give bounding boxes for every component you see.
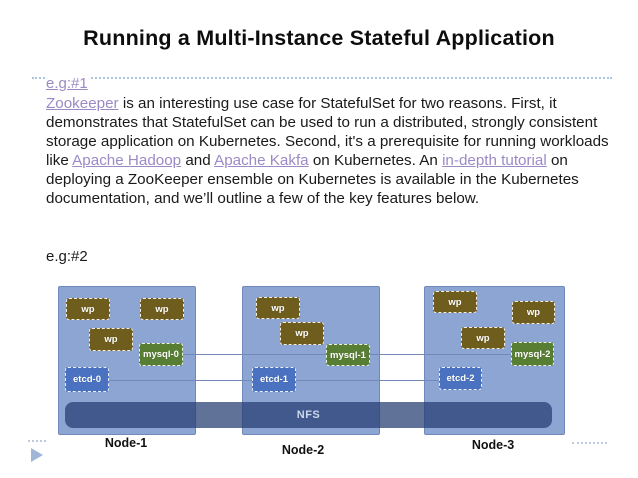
paragraph-text: on deploying a ZooKeeper ensemble on Kub… [46, 152, 579, 207]
pod-wp: wp [280, 322, 324, 345]
placeholder-border-fragment-right [572, 442, 607, 444]
node-2-label: Node-2 [281, 443, 325, 457]
pod-wp: wp [433, 291, 477, 313]
page-title: Running a Multi-Instance Stateful Applic… [83, 26, 555, 50]
zookeeper-link[interactable]: Zookeeper [46, 95, 119, 112]
placeholder-border-fragment-left [28, 440, 46, 442]
placeholder-border-top [32, 77, 612, 79]
eg1-link[interactable]: e.g:#1 [46, 75, 91, 92]
pod-wp: wp [89, 328, 133, 351]
pod-wp: wp [461, 327, 505, 349]
pod-mysql-2: mysql-2 [511, 342, 554, 366]
body-paragraph: Zookeeper is an interesting use case for… [46, 94, 610, 208]
pod-wp: wp [512, 301, 555, 324]
pod-wp: wp [140, 298, 184, 320]
paragraph-text: and [181, 152, 215, 169]
node-1-label: Node-1 [104, 436, 148, 450]
apache-kafka-link[interactable]: Apache Kakfa [214, 152, 309, 169]
paragraph-text: on Kubernetes. An [308, 152, 443, 169]
nfs-bar: NFS [65, 402, 552, 428]
apache-hadoop-link[interactable]: Apache Hadoop [72, 152, 182, 169]
pod-etcd-1: etcd-1 [252, 367, 296, 392]
pod-etcd-0: etcd-0 [65, 367, 109, 392]
paragraph-text: is an interesting use case for StatefulS… [46, 95, 609, 169]
pod-mysql-0: mysql-0 [139, 343, 183, 366]
play-triangle-icon [31, 448, 43, 462]
pod-wp: wp [66, 298, 110, 320]
pod-mysql-1: mysql-1 [326, 344, 370, 366]
eg2-label: e.g:#2 [46, 248, 88, 265]
in-depth-tutorial-link[interactable]: in-depth tutorial [442, 152, 547, 169]
node-3-label: Node-3 [471, 438, 515, 452]
nfs-label: NFS [296, 409, 321, 421]
pod-wp: wp [256, 297, 300, 319]
pod-etcd-2: etcd-2 [439, 367, 482, 390]
